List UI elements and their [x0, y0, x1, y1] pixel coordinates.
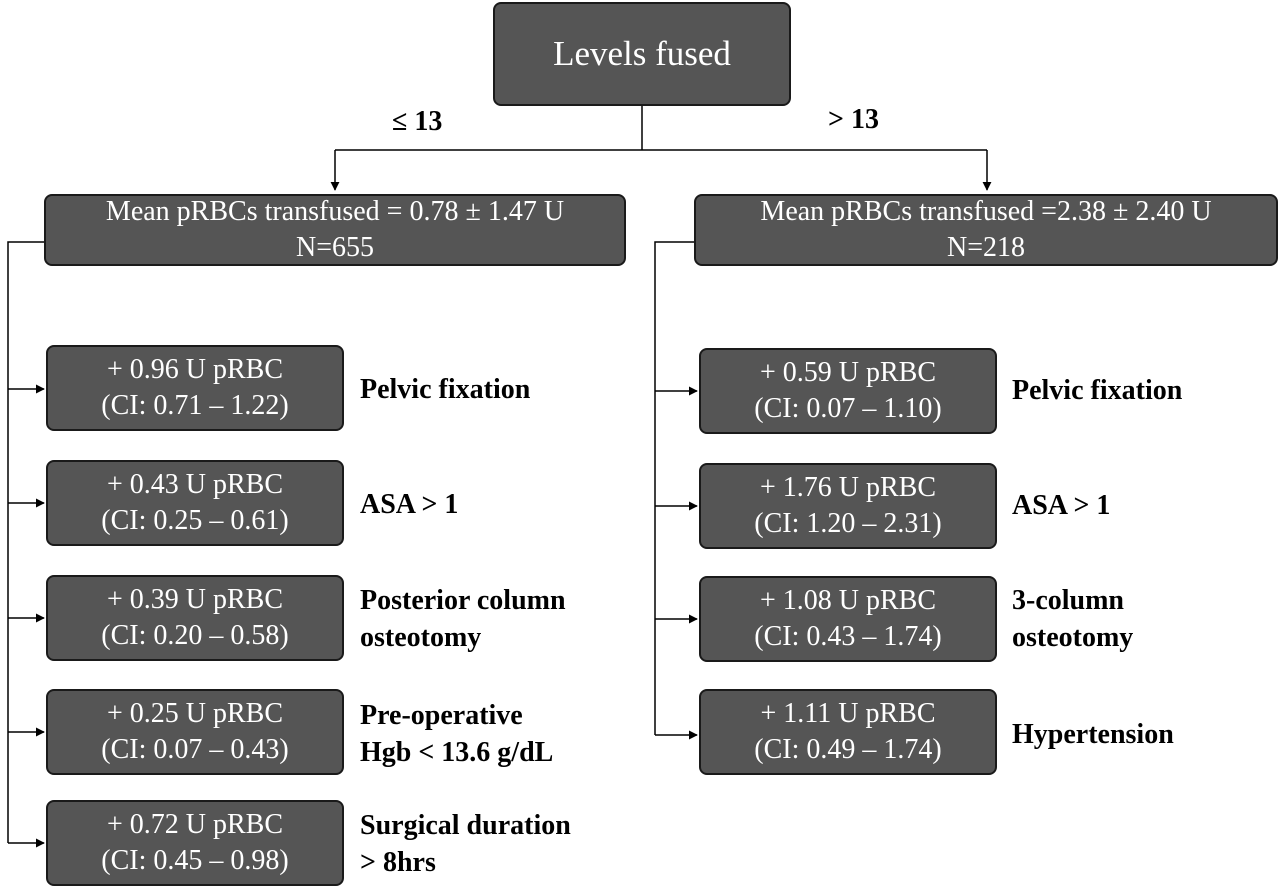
right-factor-label-3: 3-column osteotomy	[1012, 582, 1133, 656]
left-factor-label-5: Surgical duration > 8hrs	[360, 807, 571, 881]
factor-value: + 1.11 U pRBC	[760, 698, 936, 729]
factor-label-line: Pelvic fixation	[360, 374, 531, 405]
left-factor-node-1: + 0.96 U pRBC (CI: 0.71 – 1.22)	[46, 345, 344, 431]
factor-value: + 0.43 U pRBC	[106, 469, 284, 500]
left-factor-node-3: + 0.39 U pRBC (CI: 0.20 – 0.58)	[46, 575, 344, 661]
right-factor-node-3: + 1.08 U pRBC (CI: 0.43 – 1.74)	[699, 576, 997, 662]
factor-label-line: Pre-operative	[360, 700, 523, 731]
factor-label-line: > 8hrs	[360, 847, 436, 878]
root-label: Levels fused	[553, 34, 731, 73]
factor-ci: (CI: 0.71 – 1.22)	[101, 390, 289, 421]
factor-label-line: Surgical duration	[360, 810, 571, 841]
right-factor-node-4: + 1.11 U pRBC (CI: 0.49 – 1.74)	[699, 689, 997, 775]
factor-value: + 1.08 U pRBC	[759, 585, 937, 616]
left-branch-condition: ≤ 13	[392, 106, 443, 137]
factor-ci: (CI: 0.25 – 0.61)	[101, 505, 289, 536]
root-node: Levels fused	[493, 2, 791, 106]
left-group-node: Mean pRBCs transfused = 0.78 ± 1.47 U N=…	[44, 194, 626, 266]
right-group-node: Mean pRBCs transfused =2.38 ± 2.40 U N=2…	[694, 194, 1278, 266]
factor-ci: (CI: 0.43 – 1.74)	[754, 621, 942, 652]
left-factor-label-3: Posterior column osteotomy	[360, 582, 566, 656]
factor-value: + 0.39 U pRBC	[106, 584, 284, 615]
factor-label-line: ASA > 1	[1012, 490, 1111, 521]
factor-ci: (CI: 0.20 – 0.58)	[101, 620, 289, 651]
factor-label-line: ASA > 1	[360, 489, 459, 520]
factor-ci: (CI: 0.45 – 0.98)	[101, 845, 289, 876]
factor-ci: (CI: 1.20 – 2.31)	[754, 508, 942, 539]
factor-value: + 0.59 U pRBC	[759, 357, 937, 388]
left-factor-node-4: + 0.25 U pRBC (CI: 0.07 – 0.43)	[46, 689, 344, 775]
factor-ci: (CI: 0.07 – 0.43)	[101, 734, 289, 765]
factor-ci: (CI: 0.49 – 1.74)	[754, 734, 942, 765]
left-group-mean: Mean pRBCs transfused = 0.78 ± 1.47 U	[105, 196, 565, 227]
factor-label-line: osteotomy	[1012, 622, 1134, 653]
factor-label-line: 3-column	[1012, 585, 1124, 616]
factor-value: + 0.25 U pRBC	[106, 698, 284, 729]
left-factor-node-5: + 0.72 U pRBC (CI: 0.45 – 0.98)	[46, 800, 344, 886]
right-factor-node-2: + 1.76 U pRBC (CI: 1.20 – 2.31)	[699, 463, 997, 549]
factor-label-line: osteotomy	[360, 622, 482, 653]
factor-value: + 0.96 U pRBC	[106, 354, 284, 385]
right-factor-label-2: ASA > 1	[1012, 487, 1110, 524]
factor-value: + 1.76 U pRBC	[759, 472, 937, 503]
right-group-mean: Mean pRBCs transfused =2.38 ± 2.40 U	[760, 196, 1212, 227]
factor-label-line: Pelvic fixation	[1012, 375, 1183, 406]
left-factor-label-1: Pelvic fixation	[360, 371, 530, 408]
factor-ci: (CI: 0.07 – 1.10)	[754, 393, 942, 424]
right-branch-condition: > 13	[828, 104, 879, 135]
factor-value: + 0.72 U pRBC	[106, 809, 284, 840]
left-factor-node-2: + 0.43 U pRBC (CI: 0.25 – 0.61)	[46, 460, 344, 546]
factor-label-line: Hypertension	[1012, 719, 1174, 750]
left-group-n: N=655	[295, 232, 374, 263]
right-factor-label-1: Pelvic fixation	[1012, 372, 1182, 409]
factor-label-line: Posterior column	[360, 585, 566, 616]
right-factor-label-4: Hypertension	[1012, 716, 1174, 753]
right-factor-node-1: + 0.59 U pRBC (CI: 0.07 – 1.10)	[699, 348, 997, 434]
left-factor-label-4: Pre-operative Hgb < 13.6 g/dL	[360, 697, 553, 771]
right-group-n: N=218	[946, 232, 1025, 263]
left-trunk-line	[7, 241, 48, 843]
factor-label-line: Hgb < 13.6 g/dL	[360, 737, 554, 768]
left-factor-label-2: ASA > 1	[360, 486, 458, 523]
right-trunk-line	[654, 241, 697, 735]
